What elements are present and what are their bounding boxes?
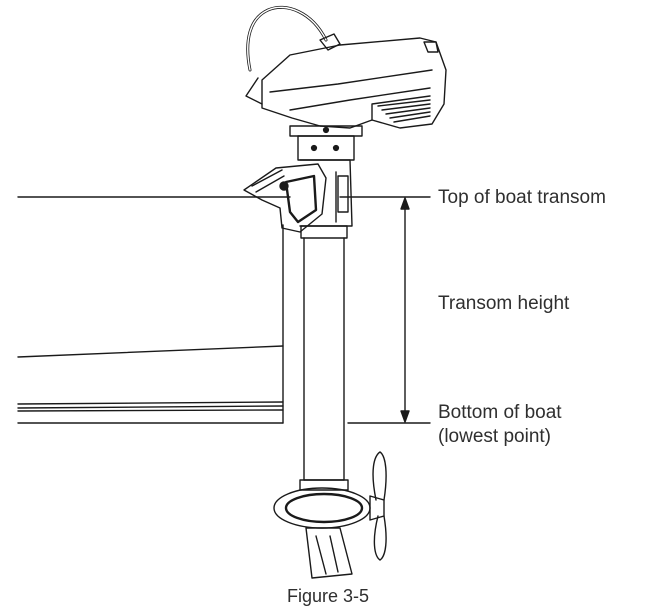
bracket-pivot (279, 181, 289, 191)
cowling-seam-3 (371, 95, 431, 121)
label-transom-height: Transom height (438, 293, 570, 314)
lower-unit (273, 451, 387, 579)
label-top-of-transom: Top of boat transom (438, 187, 606, 208)
bracket-ridge-2 (255, 175, 285, 193)
bracket-outline (243, 163, 327, 233)
boat-hull-lines (17, 196, 291, 424)
motor-pod-inner (284, 492, 364, 524)
vent-line-5 (393, 115, 431, 123)
arrow-head-top (400, 197, 410, 210)
hull-bottom-line-2 (17, 405, 284, 409)
neck-block (297, 135, 355, 161)
label-lowest-point: (lowest point) (438, 426, 551, 447)
vent-line-4 (389, 111, 431, 119)
cowling-seam-1 (269, 69, 433, 93)
figure-caption: Figure 3-5 (286, 586, 370, 606)
bracket-ridge-1 (251, 169, 283, 187)
hull-bottom-line-3 (17, 409, 284, 412)
reference-lines (339, 196, 431, 424)
cowling-tab (423, 41, 439, 53)
vent-line-1 (377, 99, 431, 107)
prop-hub (369, 495, 385, 521)
power-cable-inner (247, 6, 327, 71)
cable-connector (319, 33, 341, 51)
label-bottom-of-boat: Bottom of boat (438, 402, 562, 423)
arrow-head-bottom (400, 410, 410, 423)
bracket-window (284, 174, 318, 224)
bracket-slot (337, 175, 349, 213)
lower-collar (299, 479, 349, 491)
skeg-fin (305, 527, 353, 579)
skeg-line-1 (315, 535, 327, 575)
prop-blade-bottom (373, 515, 387, 561)
prop-blade-top (372, 451, 387, 501)
neck-bolt-left (310, 144, 318, 152)
transom-height-arrow (400, 197, 410, 423)
cowling-handle (245, 77, 263, 105)
vent-line-3 (385, 107, 431, 115)
motor-neck (289, 125, 363, 161)
power-cable (246, 5, 328, 72)
hull-side-line (17, 345, 284, 358)
motor-shaft (300, 225, 348, 481)
neck-bolt-top (322, 126, 330, 134)
skeg-line-2 (329, 535, 339, 573)
neck-bolt-right (332, 144, 340, 152)
cowling-seam-2 (289, 87, 431, 111)
cowling-outline (261, 37, 447, 129)
clamp-bracket (243, 159, 353, 233)
shaft-collar (300, 225, 348, 239)
hull-bottom-line-1 (17, 401, 284, 405)
motor-head (245, 5, 447, 129)
vent-line-2 (381, 103, 431, 111)
